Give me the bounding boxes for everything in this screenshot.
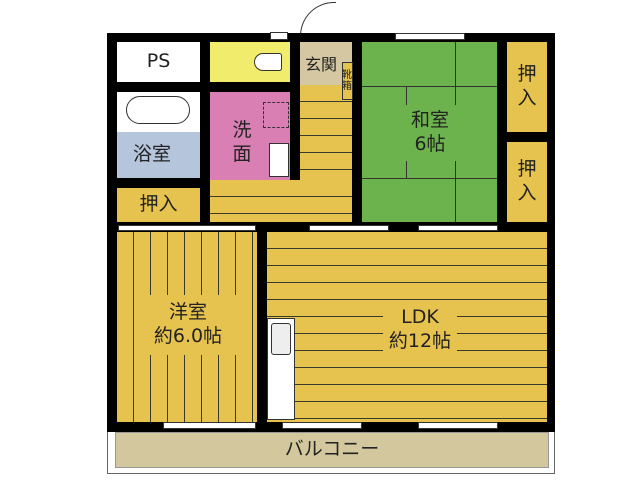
window xyxy=(163,422,256,429)
balcony-label: バルコニー xyxy=(284,438,380,461)
window xyxy=(418,225,498,231)
room-ps xyxy=(117,42,200,82)
tatami-line xyxy=(362,86,497,87)
youshitsu-label: 洋室 約6.0帖 xyxy=(140,295,236,355)
closet-left xyxy=(117,188,200,222)
washbasin-icon xyxy=(269,143,289,177)
window xyxy=(418,422,498,429)
ldk-label: LDK 約12帖 xyxy=(383,300,457,360)
toilet-icon xyxy=(254,53,282,71)
hallway-floor-upper xyxy=(300,85,352,180)
hallway-floor xyxy=(210,180,352,222)
room-bath xyxy=(117,132,200,178)
sliding-door xyxy=(309,225,389,231)
washitsu-label: 和室 6帖 xyxy=(400,105,460,161)
washing-machine-pan-icon xyxy=(263,102,289,128)
ps-label: PS xyxy=(146,50,171,73)
entrance-label: 玄関 xyxy=(304,55,337,74)
entrance-door-icon xyxy=(300,2,336,36)
washroom-label: 洗 面 xyxy=(232,119,252,165)
closet-right-bottom-label: 押 入 xyxy=(517,158,537,204)
closet-left-label: 押入 xyxy=(139,193,178,216)
window xyxy=(118,225,256,231)
bath-label: 浴室 xyxy=(132,143,171,166)
closet-right-top xyxy=(507,42,547,132)
shoebox-label: 靴 箱 xyxy=(342,70,352,92)
tatami-line xyxy=(362,178,497,179)
shoebox xyxy=(342,62,353,100)
closet-right-bottom xyxy=(507,142,547,222)
closet-right-top-label: 押 入 xyxy=(517,63,537,109)
window xyxy=(270,32,288,40)
kitchen-sink-icon xyxy=(271,323,291,355)
bathtub-icon xyxy=(126,96,190,124)
balcony xyxy=(115,432,549,468)
window xyxy=(395,33,465,40)
window xyxy=(282,422,362,429)
